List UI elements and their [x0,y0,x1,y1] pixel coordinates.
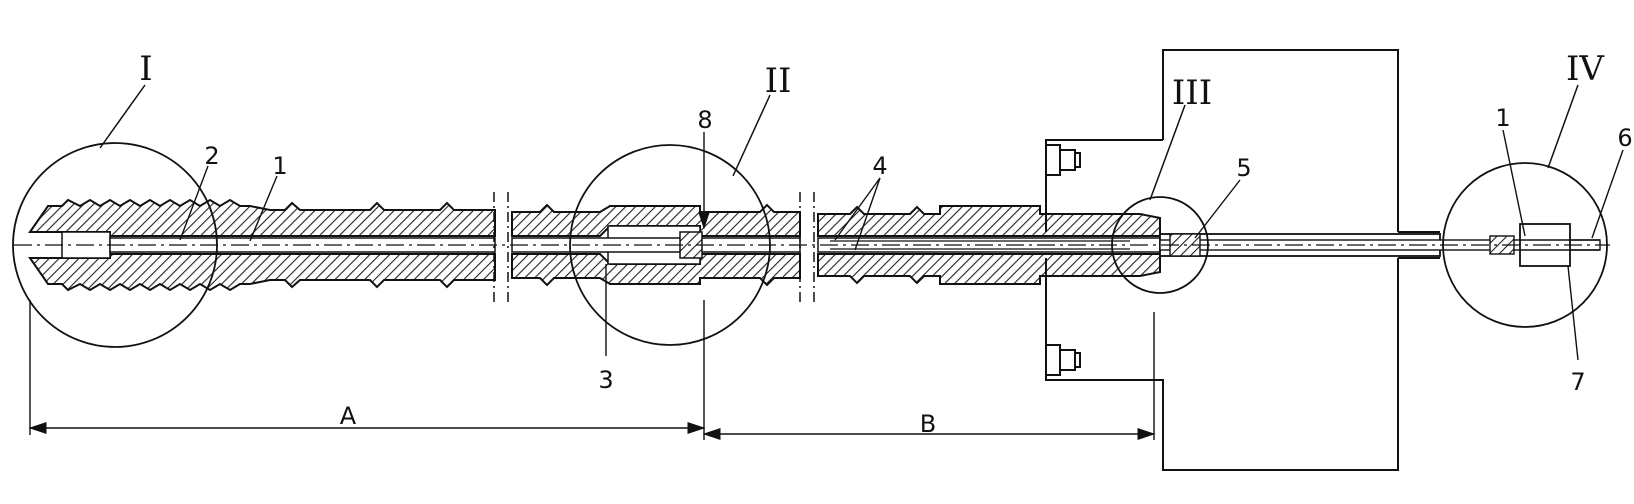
rear-body-bottom [817,253,1161,285]
roman-leaders [99,84,1579,201]
label-num-7: 7 [1570,368,1585,396]
label-num-4: 4 [872,152,887,180]
label-num-2: 2 [204,142,219,170]
label-roman-1: I [139,49,152,89]
break-lines-1 [493,192,509,302]
nose-body-top [28,198,496,237]
detail-circles [12,142,1608,348]
nose-body-bottom [28,253,496,292]
number-leaders [179,129,1624,361]
label-num-1b: 1 [1495,104,1510,132]
dimension-extensions [29,300,1155,440]
rear-body-top [817,205,1161,237]
label-num-6: 6 [1617,124,1632,152]
break-lines-2 [799,192,815,302]
detail-circle-4 [1442,162,1608,328]
label-num-3: 3 [598,366,613,394]
detail-circle-1 [12,142,218,348]
label-roman-3: III [1172,73,1212,113]
label-roman-4: IV [1566,49,1605,89]
detail-circle-2 [569,144,771,346]
middle-section [511,203,801,287]
label-roman-2: II [765,61,792,101]
label-num-5: 5 [1236,154,1251,182]
machine-housing [1045,49,1440,471]
label-num-8: 8 [697,106,712,134]
dimension-label-a: A [340,402,357,430]
threaded-nose-section [28,198,496,292]
label-num-1a: 1 [272,152,287,180]
detail-circle-3 [1111,196,1209,294]
dimension-label-b: B [920,410,936,438]
